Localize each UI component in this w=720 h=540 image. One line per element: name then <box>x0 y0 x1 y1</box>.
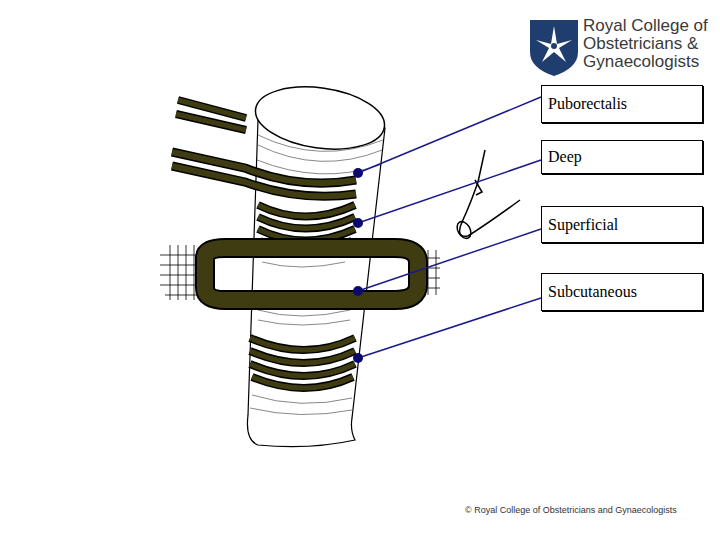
subcutaneous-sphincter <box>250 338 355 388</box>
label-box: Deep <box>541 140 703 174</box>
superficial-sphincter <box>205 248 418 300</box>
puborectalis-sling <box>172 100 356 196</box>
label-text: Puborectalis <box>548 95 627 113</box>
leader-dots <box>353 168 363 363</box>
leader-lines <box>358 97 541 358</box>
anal-canal <box>247 79 388 446</box>
label-text: Deep <box>548 148 582 166</box>
coccyx-outline <box>454 150 520 241</box>
label-text: Subcutaneous <box>548 283 637 301</box>
label-box: Puborectalis <box>541 85 703 123</box>
label-text: Superficial <box>548 216 618 234</box>
copyright-note: © Royal College of Obstetricians and Gyn… <box>465 505 677 515</box>
logo-text: Royal College of Obstetricians & Gynaeco… <box>583 17 720 71</box>
logo-shield <box>530 20 578 76</box>
label-box: Superficial <box>541 206 703 243</box>
label-box: Subcutaneous <box>541 273 703 311</box>
